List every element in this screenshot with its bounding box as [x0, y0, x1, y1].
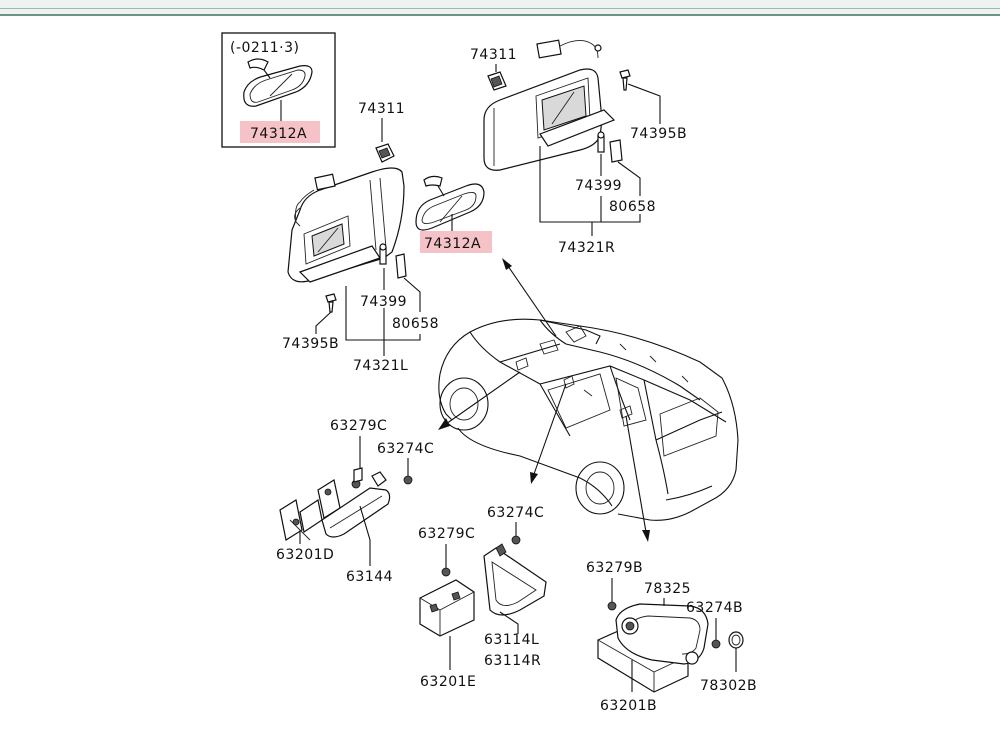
label-visor-l[interactable]: 74321L [353, 358, 408, 374]
label-grip-cover-a[interactable]: 63279C [330, 418, 387, 434]
grip-assembly-c [597, 601, 744, 693]
leader-arrows [438, 258, 650, 542]
label-screw-r[interactable]: 74395B [630, 126, 687, 142]
label-lens-l[interactable]: 80658 [392, 316, 439, 332]
label-mirror-inset[interactable]: 74312A [250, 126, 307, 142]
label-clip-l[interactable]: 74311 [358, 101, 405, 117]
label-lamp-r[interactable]: 74399 [575, 178, 622, 194]
label-grip-screw-a[interactable]: 63274C [377, 441, 434, 457]
inset-note: (-0211·3) [230, 40, 299, 56]
label-grip-b-r[interactable]: 63114R [484, 653, 541, 669]
label-grip-cover-b[interactable]: 63279C [418, 526, 475, 542]
label-grip-screw-b[interactable]: 63274C [487, 505, 544, 521]
inset-mirror [243, 58, 313, 107]
grip-assembly-b [419, 535, 547, 637]
label-grip-cover-c[interactable]: 63279B [586, 560, 643, 576]
visor-left [287, 143, 407, 313]
label-clip-r[interactable]: 74311 [470, 47, 517, 63]
inset-box: (-0211·3) 74312A [221, 32, 336, 148]
label-visor-r[interactable]: 74321R [558, 240, 615, 256]
mirror-center [415, 175, 485, 231]
visor-right [483, 39, 631, 171]
label-bracket-b[interactable]: 63201B [600, 698, 657, 714]
label-mirror-main[interactable]: 74312A [424, 236, 481, 252]
label-grip-c[interactable]: 78325 [644, 581, 691, 597]
label-lamp-l[interactable]: 74399 [360, 294, 407, 310]
label-grip-a[interactable]: 63144 [346, 569, 393, 585]
vehicle-outline [438, 318, 739, 521]
label-grip-screw-c[interactable]: 63274B [686, 600, 743, 616]
label-bracket-d[interactable]: 63201D [276, 547, 334, 563]
top-border-line [0, 8, 1000, 9]
center-mirror-highlight [420, 231, 492, 253]
label-screw-l[interactable]: 74395B [282, 336, 339, 352]
label-lens-r[interactable]: 80658 [609, 199, 656, 215]
label-bracket-e[interactable]: 63201E [420, 674, 476, 690]
top-border-bar [0, 0, 1000, 16]
label-grip-b-l[interactable]: 63114L [484, 632, 539, 648]
grip-assembly-a [279, 467, 413, 541]
label-cap-c[interactable]: 78302B [700, 678, 757, 694]
inset-mirror-highlight [240, 121, 320, 143]
